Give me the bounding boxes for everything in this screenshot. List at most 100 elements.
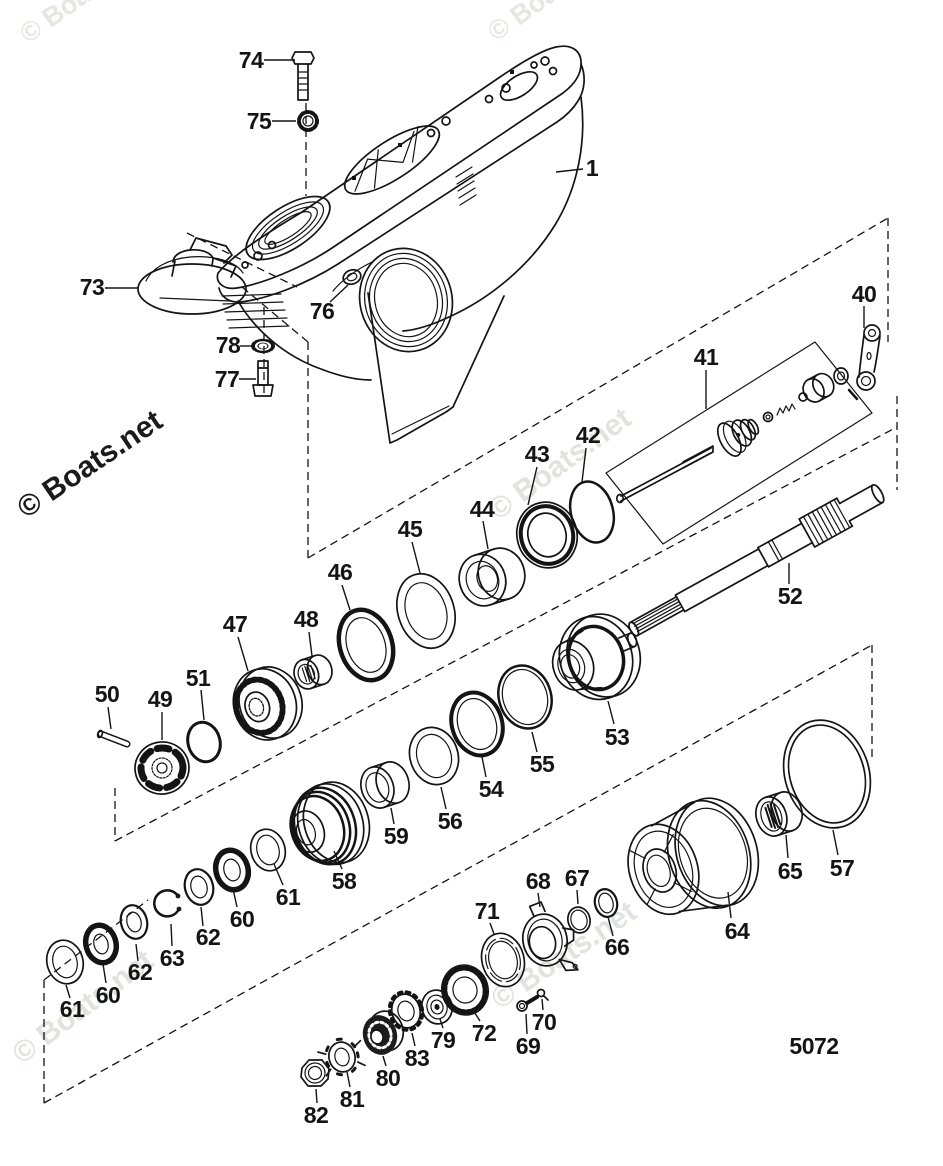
watermark-layer: © Boats.net© Boats.net© Boats.net© Boats…	[6, 0, 642, 1071]
clutch-dog-49	[134, 741, 190, 795]
callout-leader-65	[785, 834, 789, 859]
part-label-47: 47	[223, 611, 248, 637]
seal-43	[515, 501, 579, 569]
callout-leader-67	[576, 889, 579, 905]
callout-leader-81	[346, 1071, 351, 1088]
part-label-83: 83	[405, 1045, 430, 1071]
callout-leader-47	[237, 636, 249, 672]
reverse-gear-58-drawing	[289, 781, 371, 866]
callout-leader-60	[102, 963, 107, 984]
callout-leader-62	[135, 943, 139, 962]
part-label-80: 80	[376, 1065, 401, 1091]
part-label-65: 65	[778, 858, 803, 884]
ring-55	[497, 664, 553, 730]
washer-61	[249, 828, 287, 872]
callout-leader-56	[440, 786, 447, 810]
part-label-48: 48	[294, 606, 319, 632]
shift-cam-40	[856, 324, 881, 391]
bolt-77	[257, 360, 269, 386]
callout-leader-66	[607, 916, 614, 937]
part-label-55: 55	[530, 751, 555, 777]
part-label-71: 71	[475, 898, 500, 924]
seal-66	[593, 888, 619, 918]
watermark-text: © Boats.net	[483, 402, 638, 527]
shift-shaft-assembly-drawing	[605, 324, 881, 545]
part-label-57: 57	[830, 855, 855, 881]
part-label-52: 52	[778, 583, 803, 609]
callout-leader-51	[200, 689, 205, 721]
part-label-43: 43	[525, 441, 550, 467]
diagram-number: 5072	[789, 1033, 838, 1059]
part-label-79: 79	[431, 1027, 456, 1053]
callout-leader-83	[411, 1032, 416, 1047]
retainer-68	[521, 901, 579, 972]
part-label-51: 51	[186, 665, 211, 691]
callout-leader-82	[315, 1088, 318, 1104]
needle-bearing-65	[754, 791, 804, 837]
part-label-50: 50	[95, 681, 120, 707]
callout-leader-71	[489, 922, 495, 935]
carrier-seal-group-drawing	[480, 888, 619, 988]
callout-leader-1	[555, 168, 584, 173]
forward-gear-47	[232, 666, 303, 741]
callout-leader-63	[170, 923, 173, 947]
watermark-text: © Boats.net	[482, 0, 622, 47]
pinion-hardware-drawing	[300, 964, 549, 1087]
callout-leader-59	[390, 807, 395, 825]
spanner-nut-72	[441, 964, 489, 1016]
anode-73	[137, 237, 247, 315]
tab-washer-81	[317, 1037, 366, 1077]
part-label-73: 73	[80, 274, 105, 300]
callout-leader-53	[607, 700, 615, 725]
part-label-76: 76	[310, 298, 335, 324]
o-ring-57	[782, 719, 872, 829]
part-label-61: 61	[276, 884, 301, 910]
part-label-44: 44	[470, 496, 495, 522]
callout-leader-80	[382, 1055, 387, 1067]
needle-bearing-48	[293, 654, 333, 690]
tab-washer-71	[480, 932, 526, 988]
part-label-49: 49	[148, 686, 173, 712]
ring-54	[449, 690, 505, 758]
seal-60	[212, 847, 252, 893]
callout-leader-58	[333, 850, 343, 870]
rear-carrier-group-drawing	[627, 719, 872, 916]
callout-leader-48	[308, 631, 313, 657]
part-label-1: 1	[586, 155, 599, 181]
bearing-cup-44	[458, 547, 526, 607]
watermark-text: © Boats.net	[14, 0, 154, 49]
part-label-63: 63	[160, 945, 185, 971]
bearing-carrier-64	[627, 797, 760, 916]
gear-housing-drawing	[216, 45, 585, 444]
callout-leader-72	[472, 1009, 481, 1022]
part-label-40: 40	[852, 281, 877, 307]
callout-leader-68	[537, 892, 541, 908]
seal-62	[183, 868, 215, 906]
callout-leader-76	[329, 284, 349, 303]
part-label-45: 45	[398, 516, 423, 542]
bearing-carrier-53-drawing	[551, 613, 642, 701]
part-label-61: 61	[60, 996, 85, 1022]
part-label-67: 67	[565, 865, 590, 891]
washer-56	[408, 726, 460, 786]
part-label-75: 75	[247, 108, 272, 134]
part-label-64: 64	[725, 918, 750, 944]
callout-leader-70	[541, 998, 544, 1011]
part-label-66: 66	[605, 934, 630, 960]
prop-shaft-ring-stack-drawing	[359, 664, 553, 809]
callout-leader-61	[65, 984, 71, 999]
callout-leader-69	[525, 1013, 528, 1035]
callout-leader-61	[273, 863, 284, 886]
anode-and-fasteners-drawing	[137, 51, 362, 397]
callout-leader-46	[341, 584, 351, 611]
callout-leader-55	[531, 731, 538, 753]
seal-60b	[82, 922, 120, 966]
part-label-53: 53	[605, 724, 630, 750]
part-label-69: 69	[516, 1033, 541, 1059]
driveshaft-seal-stack-drawing	[293, 480, 616, 690]
o-ring-51	[186, 720, 222, 764]
o-ring-46	[336, 607, 396, 683]
snap-ring-63	[153, 889, 182, 918]
part-label-62: 62	[196, 924, 221, 950]
